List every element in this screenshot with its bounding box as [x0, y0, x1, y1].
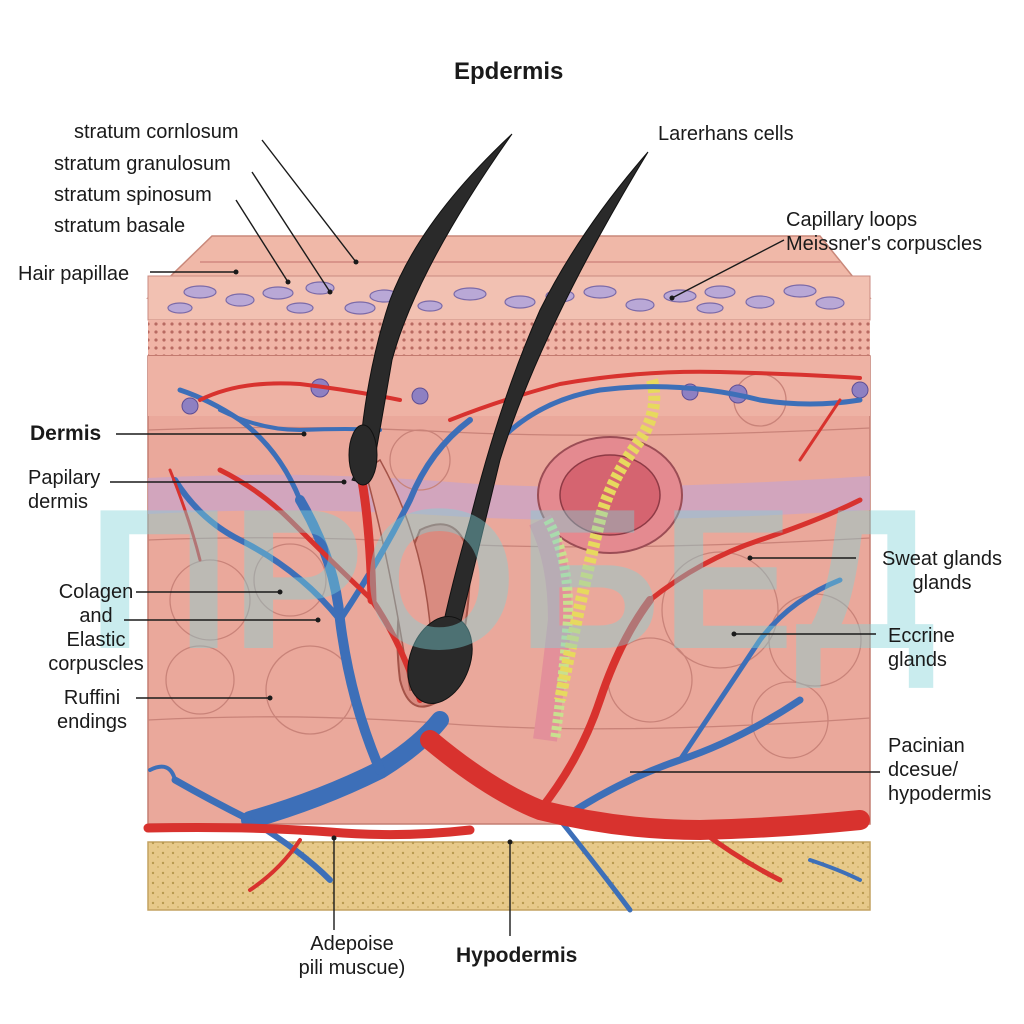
label-collagen-elastic: Colagen and Elastic corpuscles: [40, 580, 152, 676]
label-eccrine-glands: Eccrine glands: [888, 624, 955, 672]
label-langerhans-cells: Larerhans cells: [658, 122, 794, 146]
label-ruffini-endings: Ruffini endings: [44, 686, 140, 734]
label-stratum-corneum: stratum cornlosum: [74, 120, 239, 144]
label-stratum-granulosum: stratum granulosum: [54, 152, 231, 176]
label-hypodermis: Hypodermis: [456, 944, 577, 968]
label-sweat-glands: Sweat glands glands: [872, 547, 1012, 595]
diagram-title: Epdermis: [454, 60, 563, 84]
label-adipose: Adepoise pili muscue): [282, 932, 422, 980]
watermark: ПРОБЕД: [87, 468, 937, 691]
label-papillary-dermis: Papilary dermis: [28, 466, 100, 514]
label-dermis: Dermis: [30, 422, 101, 446]
label-capillary-loops: Capillary loops Meissner's corpuscles: [786, 208, 982, 256]
label-stratum-basale: stratum basale: [54, 214, 185, 238]
label-hair-papillae: Hair papillae: [18, 262, 129, 286]
hypodermis-fat-dots: [148, 842, 870, 910]
stratum-spinosum-dots: [148, 320, 870, 356]
label-pacinian: Pacinian dcesue/ hypodermis: [888, 734, 991, 806]
label-stratum-spinosum: stratum spinosum: [54, 183, 212, 207]
